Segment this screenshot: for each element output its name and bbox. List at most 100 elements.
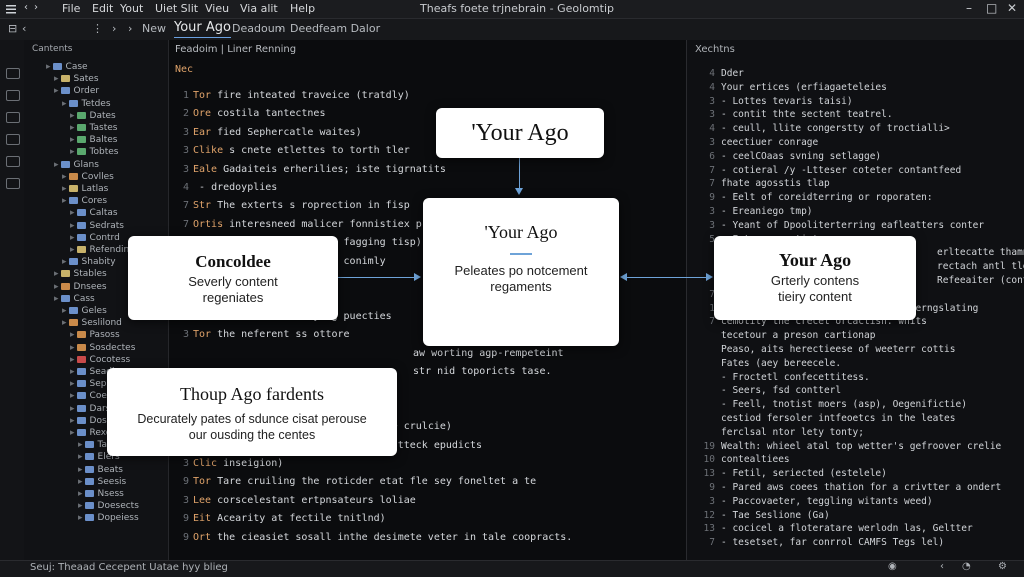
right-code-line[interactable]: cestiod fersoler intfeoetcs in the leate… <box>701 413 956 424</box>
split-editor-icon[interactable]: ⋮ <box>92 22 103 35</box>
files-icon[interactable] <box>6 68 20 79</box>
tree-item[interactable]: ▸Seslilond <box>62 318 122 329</box>
tree-item[interactable]: ▸Dopeiess <box>78 513 139 524</box>
right-code-line[interactable]: 7- tesetset, far conrrol CAMFS Tegs lel) <box>701 537 944 548</box>
chevron-icon[interactable]: ▸ <box>78 452 83 463</box>
right-code-line[interactable]: 6- ceelCOaas svning setlagge) <box>701 151 881 162</box>
tree-item[interactable]: ▸Latlas <box>62 184 108 195</box>
card-bottom-left[interactable]: Thoup Ago fardents Decurately pates of s… <box>107 368 397 456</box>
menu-uiet-slit[interactable]: Uiet Slit <box>155 2 199 15</box>
tree-item[interactable]: ▸Case <box>46 62 88 73</box>
right-code-line[interactable]: 3- Yeant of Dpooliterterring eafleatters… <box>701 220 984 231</box>
chevron-icon[interactable]: ▸ <box>70 391 75 402</box>
tree-item[interactable]: ▸Contrd <box>70 233 120 244</box>
tree-item[interactable]: ▸Cass <box>54 294 95 305</box>
tree-item[interactable]: ▸Tetdes <box>62 99 111 110</box>
right-code-line[interactable]: - Seers, fsd contterl <box>701 385 841 396</box>
tab-deedfeam-dalor[interactable]: Deedfeam Dalor <box>290 22 381 35</box>
chevron-icon[interactable]: ▸ <box>78 464 83 475</box>
tree-item[interactable]: ▸Stables <box>54 269 107 280</box>
chevron-icon[interactable]: ▸ <box>62 318 67 329</box>
sync-icon[interactable]: ◔ <box>962 561 971 572</box>
right-code-line[interactable]: Refeeaiter (conte <box>917 275 1024 286</box>
right-code-line[interactable]: 13- cocicel a floteratare werlodn las, G… <box>701 523 973 534</box>
card-left[interactable]: Concoldee Severly content regeniates <box>128 236 338 320</box>
chevron-icon[interactable]: ▸ <box>78 476 83 487</box>
chevron-icon[interactable]: ▸ <box>46 62 51 72</box>
right-code-line[interactable]: 3- Lottes tevaris taisi) <box>701 96 852 107</box>
account-icon[interactable]: ◉ <box>888 561 897 572</box>
chevron-icon[interactable]: ▸ <box>54 281 59 292</box>
tree-item[interactable]: ▸Sedrats <box>70 221 124 232</box>
chevron-left-status-icon[interactable]: ‹ <box>940 561 944 572</box>
tree-item[interactable]: ▸Dates <box>70 111 116 122</box>
tree-item[interactable]: ▸Nsess <box>78 489 124 500</box>
right-code-line[interactable]: 9- Pared aws coees thation for a crivtte… <box>701 482 1001 493</box>
search-icon[interactable] <box>6 90 20 101</box>
chevron-icon[interactable]: ▸ <box>62 184 67 194</box>
right-code-line[interactable]: 9- Eelt of coreidterring or roporaten: <box>701 192 932 203</box>
menu-edit[interactable]: Edit <box>92 2 114 15</box>
chevron-icon[interactable]: ▸ <box>70 428 75 438</box>
app-menu-icon[interactable] <box>6 4 16 14</box>
right-code-line[interactable]: erltecatte thamng <box>917 247 1024 258</box>
right-code-line[interactable]: 13- Fetil, seriected (estelele) <box>701 468 887 479</box>
chevron-icon[interactable]: ▸ <box>54 159 59 170</box>
menu-view[interactable]: Vieu <box>205 2 230 15</box>
tree-item[interactable]: ▸Elers <box>78 452 120 463</box>
chevron-icon[interactable]: ▸ <box>70 220 75 231</box>
menu-yout[interactable]: Yout <box>120 2 144 15</box>
chevron-icon[interactable]: ▸ <box>70 403 75 414</box>
chevron-icon[interactable]: ▸ <box>54 74 59 85</box>
tree-item[interactable]: ▸Shabity <box>62 257 116 268</box>
chevron-icon[interactable]: ▸ <box>62 306 67 316</box>
menu-via-alit[interactable]: Via alit <box>240 2 278 15</box>
debug-icon[interactable] <box>6 134 20 145</box>
minimize-icon[interactable]: – <box>966 1 972 15</box>
card-top-title[interactable]: 'Your Ago <box>436 108 604 158</box>
right-code-line[interactable]: Fates (aey bereecele. <box>701 358 841 369</box>
tree-item[interactable]: ▸Sates <box>54 74 99 85</box>
right-code-line[interactable]: 3- contit thte sectent teatrel. <box>701 109 892 120</box>
tree-item[interactable]: ▸Doss <box>70 416 111 427</box>
menu-file[interactable]: File <box>62 2 81 15</box>
tree-item[interactable]: ▸Caltas <box>70 208 118 219</box>
forward-icon[interactable]: › <box>34 2 38 13</box>
right-code-line[interactable]: tecetour a preson cartionap <box>701 330 875 341</box>
chevron-icon[interactable]: ▸ <box>62 98 67 109</box>
tree-item[interactable]: ▸Covlles <box>62 172 114 183</box>
tree-item[interactable]: ▸Beats <box>78 465 123 476</box>
tab-your-ago[interactable]: Your Ago <box>174 20 231 38</box>
close-icon[interactable]: ✕ <box>1007 1 1018 15</box>
chevron-right-icon-2[interactable]: › <box>128 22 133 35</box>
chevron-icon[interactable]: ▸ <box>78 440 83 451</box>
tree-item[interactable]: ▸Cocotess <box>70 355 130 366</box>
chevron-icon[interactable]: ▸ <box>70 110 75 121</box>
right-code-line[interactable]: 3- Paccovaeter, teggling witants weed) <box>701 496 932 507</box>
tree-item[interactable]: ▸Refending <box>70 245 135 256</box>
collapse-icon[interactable]: ⊟ <box>8 22 18 35</box>
maximize-icon[interactable]: □ <box>986 1 998 15</box>
settings-status-icon[interactable]: ⚙ <box>998 561 1007 572</box>
chevron-icon[interactable]: ▸ <box>54 86 59 97</box>
extensions-icon[interactable] <box>6 156 20 167</box>
tree-item[interactable]: ▸Glans <box>54 160 99 171</box>
right-code-line[interactable]: - Froctetl confecettitess. <box>701 372 870 383</box>
right-code-line[interactable]: Peaso, aits herectieese of weeterr cotti… <box>701 344 956 355</box>
chevron-right-icon[interactable]: › <box>112 22 117 35</box>
chevron-icon[interactable]: ▸ <box>70 245 75 255</box>
chevron-icon[interactable]: ▸ <box>70 367 75 377</box>
code-line[interactable]: str nid toporicts tase. <box>389 366 551 377</box>
source-control-icon[interactable] <box>6 112 20 123</box>
tree-item[interactable]: ▸Doesects <box>78 501 139 512</box>
chevron-icon[interactable]: ▸ <box>78 501 83 512</box>
chevron-icon[interactable]: ▸ <box>62 257 67 268</box>
